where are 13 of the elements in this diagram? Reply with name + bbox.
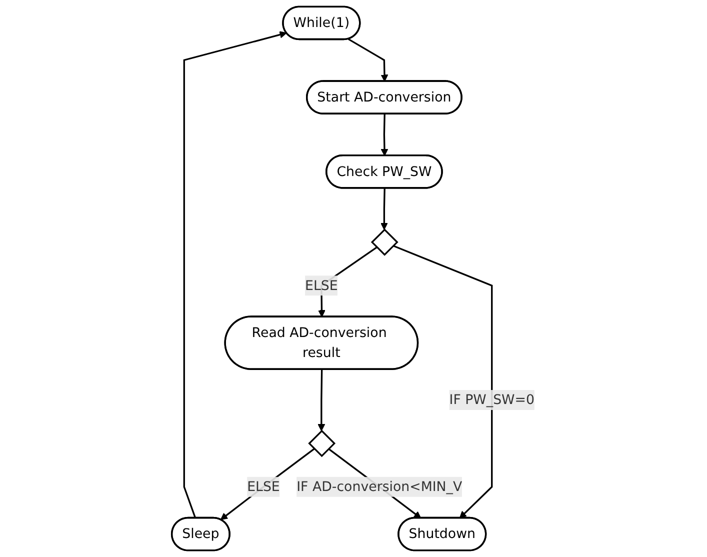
node-diamond xyxy=(371,228,399,256)
edge-label: ELSE xyxy=(247,478,280,494)
arrow xyxy=(380,188,388,230)
arrow xyxy=(393,245,494,518)
arrow xyxy=(381,114,389,156)
arrow xyxy=(220,448,316,520)
edge-label: ELSE xyxy=(305,277,338,294)
edge-label: IF PW_SW=0 xyxy=(450,392,535,408)
arrow xyxy=(318,370,326,432)
arrow xyxy=(348,38,389,82)
arrow xyxy=(184,31,288,518)
edge-label: IF AD-conversion<MIN_V xyxy=(296,478,462,494)
node-diamond xyxy=(308,430,336,458)
